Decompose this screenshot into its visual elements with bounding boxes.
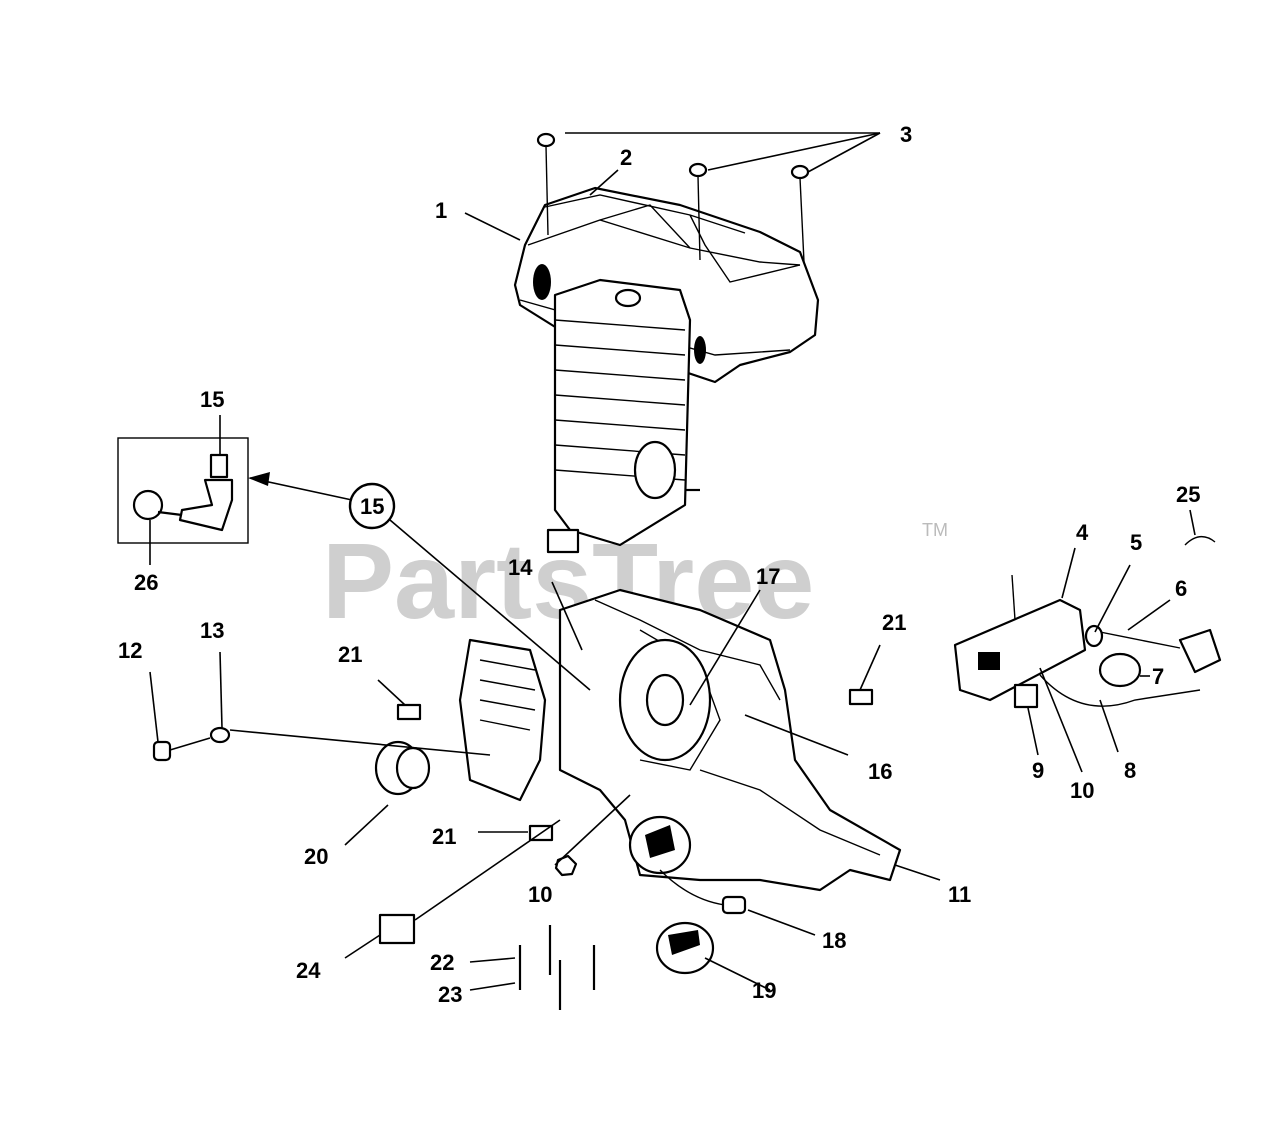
callout-24: 24: [296, 958, 321, 983]
bolts-part: [518, 925, 596, 1010]
cylinder-part: [546, 278, 700, 554]
callout-25: 25: [1176, 482, 1200, 507]
vent-hose-part: [659, 869, 747, 915]
leader-lines: [149, 132, 1196, 991]
callout-14: 14: [508, 555, 533, 580]
callout-10-lower: 10: [528, 882, 552, 907]
callout-22: 22: [430, 950, 454, 975]
callout-15-circle: [348, 482, 396, 530]
nut-part: [554, 854, 578, 877]
callout-6: 6: [1175, 576, 1187, 601]
callout-21-right: 21: [882, 610, 906, 635]
callout-18: 18: [822, 928, 846, 953]
mount-part-a: [396, 703, 422, 721]
crankcase-part: [558, 588, 902, 892]
callout-26: 26: [134, 570, 158, 595]
side-plate-part: [458, 638, 547, 802]
callout-9: 9: [1032, 758, 1044, 783]
callout-21-lower: 21: [432, 824, 456, 849]
callout-8: 8: [1124, 758, 1136, 783]
screws-part: [536, 132, 810, 263]
switch-assembly-part: [953, 536, 1222, 709]
callout-3: 3: [900, 122, 912, 147]
mount-part-b: [848, 688, 874, 706]
callout-7: 7: [1152, 664, 1164, 689]
fitting-part: [152, 726, 231, 762]
callout-15-inset: 15: [200, 387, 224, 412]
callout-2: 2: [620, 145, 632, 170]
callout-4: 4: [1076, 520, 1089, 545]
callout-11: 11: [948, 882, 971, 907]
fuel-cap-part: [628, 815, 715, 975]
callout-20: 20: [304, 844, 328, 869]
callout-19: 19: [752, 978, 776, 1003]
callout-1: 1: [435, 198, 447, 223]
callout-10-upper: 10: [1070, 778, 1094, 803]
callout-5: 5: [1130, 530, 1142, 555]
inset-detail-box: [117, 437, 249, 544]
callout-17: 17: [756, 564, 780, 589]
block-part: [378, 913, 416, 945]
callout-23: 23: [438, 982, 462, 1007]
callout-13: 13: [200, 618, 224, 643]
antivibration-part: [374, 740, 431, 796]
watermark-trademark: TM: [922, 520, 948, 540]
callout-12: 12: [118, 638, 142, 663]
callout-21-left: 21: [338, 642, 362, 667]
callout-15-circled: 15: [360, 494, 384, 519]
callout-16: 16: [868, 759, 892, 784]
